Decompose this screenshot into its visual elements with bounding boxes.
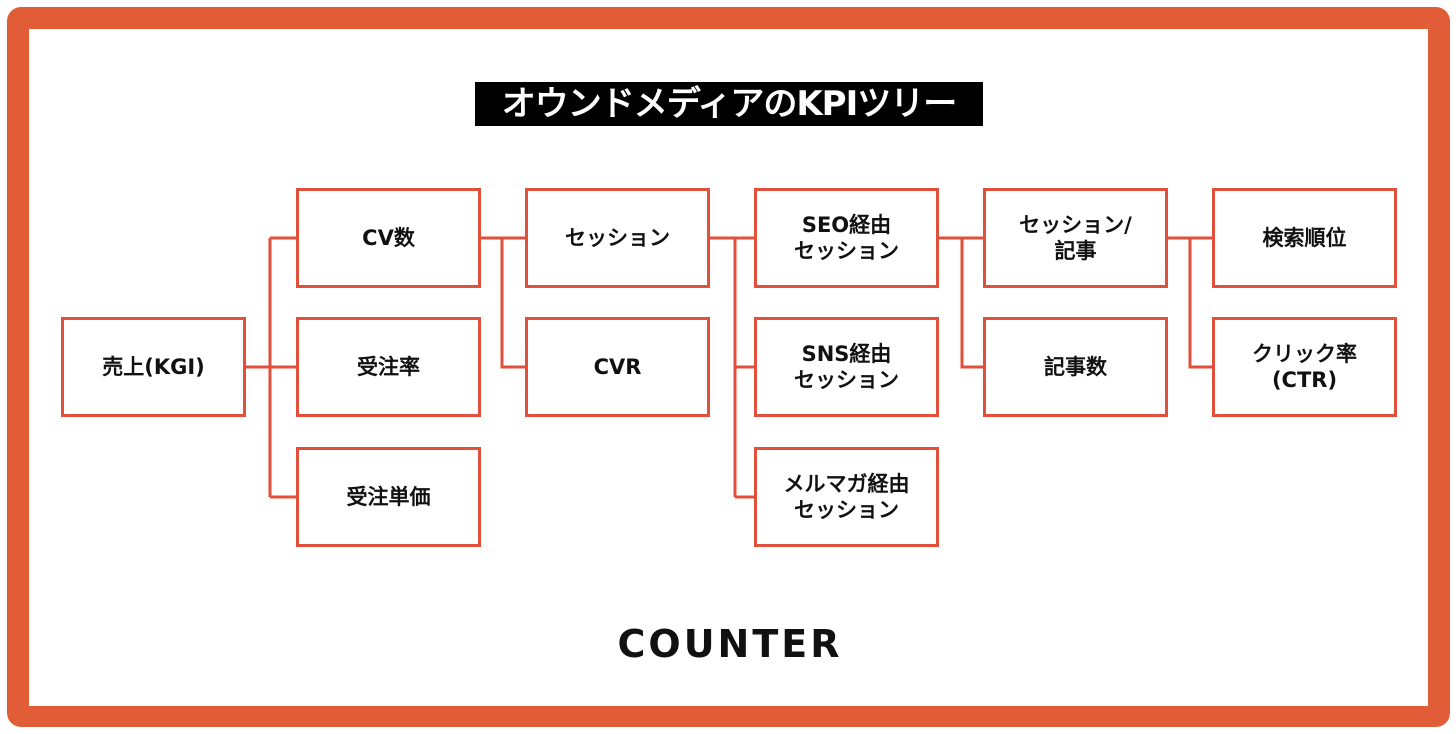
node-sns-session: SNS経由 セッション [754,317,939,417]
node-seo-session: SEO経由 セッション [754,188,939,288]
node-unit-price: 受注単価 [296,447,481,547]
node-cv: CV数 [296,188,481,288]
connector-sales [245,236,296,499]
connector-session [709,236,754,499]
node-session: セッション [525,188,710,288]
connector-seo [938,236,983,369]
node-article-count: 記事数 [983,317,1168,417]
node-mail-session: メルマガ経由 セッション [754,447,939,547]
brand-logo: COUNTER [617,622,843,666]
node-ctr: クリック率 (CTR) [1212,317,1397,417]
node-search-rank: 検索順位 [1212,188,1397,288]
node-order-rate: 受注率 [296,317,481,417]
node-sales: 売上(KGI) [61,317,246,417]
diagram-title: オウンドメディアのKPIツリー [475,82,983,126]
connector-cv [480,236,525,369]
connector-session-per-article [1167,236,1212,369]
node-session-per-article: セッション/ 記事 [983,188,1168,288]
node-cvr: CVR [525,317,710,417]
